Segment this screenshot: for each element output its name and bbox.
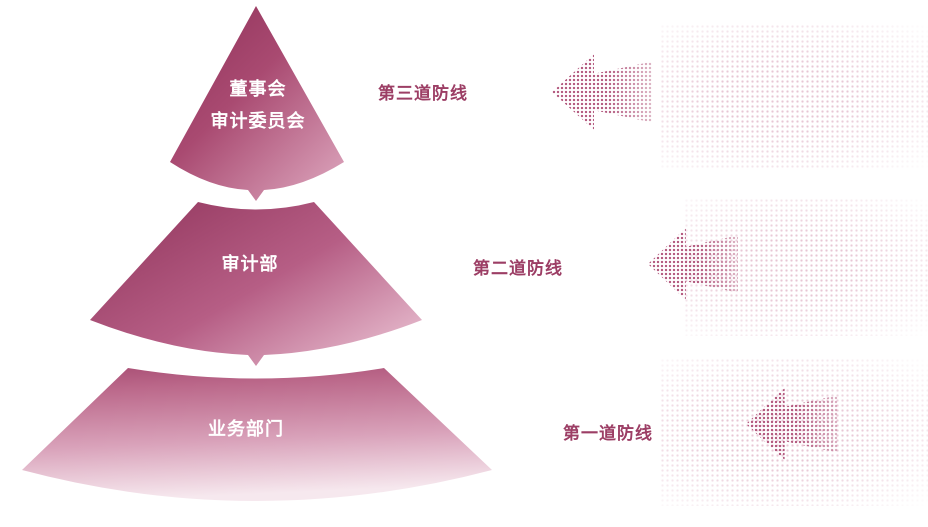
pyramid-graphic: 董事会 审计委员会 审计部 业务部门 bbox=[22, 6, 492, 501]
pyramid-tier-top bbox=[170, 6, 344, 201]
tier-top-label-line1: 董事会 bbox=[230, 78, 287, 99]
pyramid-tier-middle bbox=[90, 202, 422, 366]
texture-block-top bbox=[660, 24, 928, 170]
pyramid-tier-bottom bbox=[22, 368, 492, 501]
tier-middle-label: 审计部 bbox=[222, 253, 279, 274]
defense-line-1-label: 第一道防线 bbox=[563, 424, 653, 443]
left-arrow-icon bbox=[552, 54, 652, 130]
defense-line-3-label: 第三道防线 bbox=[378, 84, 468, 103]
tier-top-label-line2: 审计委员会 bbox=[211, 110, 306, 131]
tier-bottom-label: 业务部门 bbox=[208, 418, 284, 439]
defense-line-2-label: 第二道防线 bbox=[473, 259, 563, 278]
